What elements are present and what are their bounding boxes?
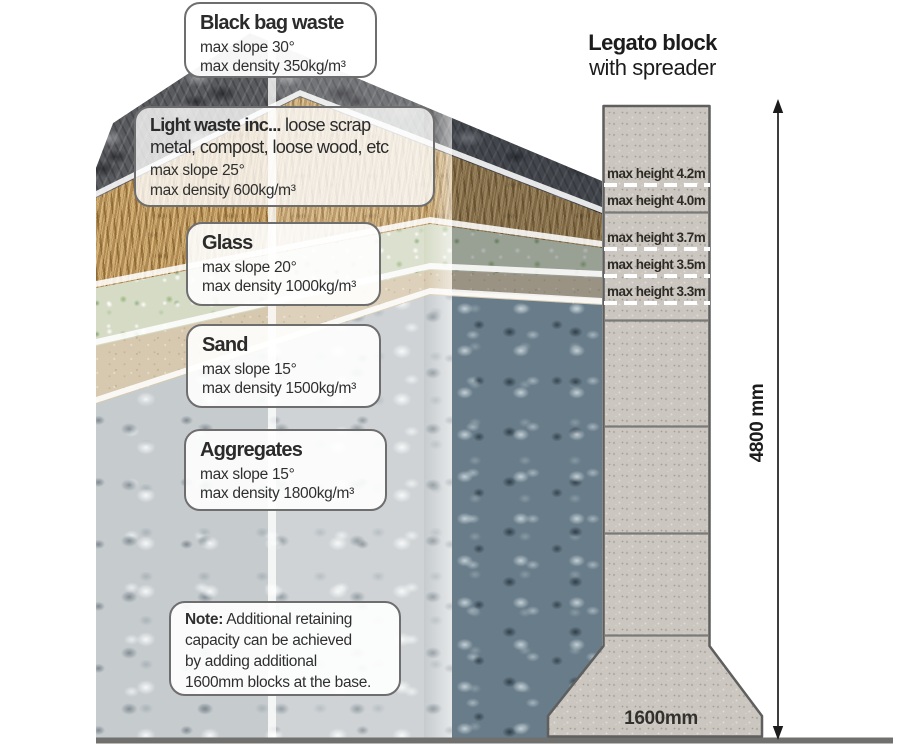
label-sand: Sand max slope 15° max density 1500kg/m³ [186, 324, 381, 408]
label-aggregates: Aggregates max slope 15° max density 180… [184, 429, 387, 511]
max-height-label: max height 3.7m [607, 230, 706, 245]
base-width-label: 1600mm [624, 708, 698, 729]
wall-title-bold: Legato block [588, 30, 717, 55]
material-density: max density 1800kg/m³ [200, 485, 354, 503]
material-density: max density 1500kg/m³ [202, 380, 356, 398]
material-density: max density 1000kg/m³ [202, 278, 356, 296]
material-slope: max slope 30° [200, 39, 295, 56]
material-title: Aggregates [200, 439, 303, 461]
material-slope: max slope 15° [202, 361, 297, 378]
max-height-line-3-7m [604, 247, 710, 251]
max-height-label: max height 4.0m [607, 193, 706, 208]
max-height-label: max height 3.5m [607, 257, 706, 272]
arrow-up-icon [772, 99, 784, 113]
note-line: 1600mm blocks at the base. [185, 673, 372, 691]
max-height-label: max height 4.2m [607, 166, 706, 181]
arrow-down-icon [772, 726, 784, 740]
wall-title-sub: with spreader [589, 55, 716, 81]
max-height-line-3-5m [604, 274, 710, 278]
material-density: max density 350kg/m³ [200, 58, 346, 76]
ground-line [96, 737, 893, 744]
material-title: Black bag waste [200, 12, 344, 34]
label-black-bag-waste: Black bag waste max slope 30° max densit… [184, 2, 377, 78]
dimension-arrow [772, 99, 784, 740]
material-title: Light waste inc... loose scrap metal, co… [150, 115, 419, 158]
wall-title: Legato block with spreader [555, 30, 750, 81]
note-rest: Additional retaining [223, 611, 353, 628]
max-height-line-4-2m [604, 183, 710, 187]
note-line: Note: Additional retaining [185, 610, 385, 631]
max-height-label: max height 3.3m [607, 284, 706, 299]
material-title: Sand [202, 334, 249, 356]
note-line: by adding additional [185, 652, 317, 670]
note-box: Note: Additional retaining capacity can … [169, 601, 401, 696]
total-height-label: 4800 mm [747, 383, 768, 463]
block-joints [605, 211, 708, 637]
material-slope: max slope 25° [150, 162, 245, 180]
material-title-bold: Light waste inc... [150, 115, 281, 135]
label-light-waste: Light waste inc... loose scrap metal, co… [134, 106, 435, 207]
note-bold: Note: [185, 611, 224, 628]
max-height-line-3-3m [604, 301, 710, 305]
material-title: Glass [202, 232, 253, 254]
material-slope: max slope 20° [202, 259, 297, 276]
label-glass: Glass max slope 20° max density 1000kg/m… [186, 222, 381, 306]
concrete-column-and-base [546, 104, 764, 738]
note-line: capacity can be achieved [185, 631, 352, 649]
material-slope: max slope 15° [200, 466, 295, 483]
material-density: max density 600kg/m³ [150, 181, 296, 199]
material-title-rest: loose scrap metal, compost, loose wood, … [150, 115, 389, 157]
